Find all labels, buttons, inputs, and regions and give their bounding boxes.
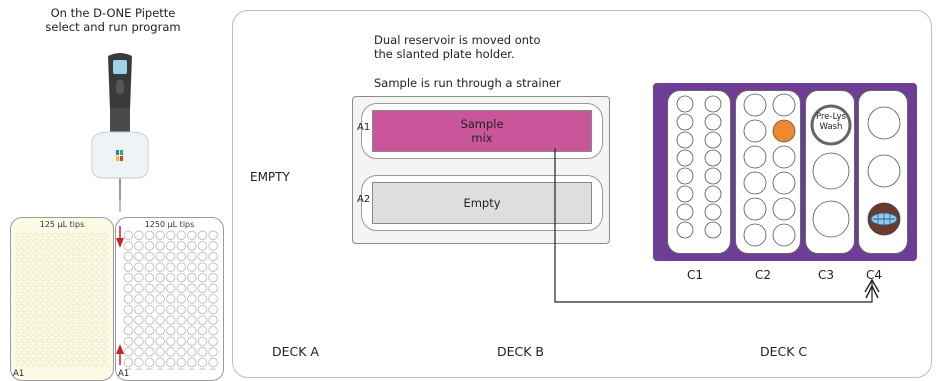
column-label-c1: C1 — [687, 268, 704, 282]
c1-tubes — [676, 95, 722, 239]
deck-b-c-frame — [232, 10, 932, 378]
c2-tubes — [743, 93, 796, 247]
pre-lys-wash-line-1: Pre-Lys — [816, 112, 846, 122]
reservoir-label-a1: A1 — [357, 122, 371, 133]
tipbox-125ul-a1: A1 — [13, 369, 25, 379]
column-label-c4: C4 — [866, 268, 883, 282]
strainer-note: Sample is run through a strainer — [374, 76, 561, 90]
pre-lys-wash-tube: Pre-Lys Wash — [806, 112, 856, 132]
reservoir-label-a2: A2 — [357, 194, 371, 205]
tipbox-1250ul-a1: A1 — [118, 369, 130, 379]
column-label-c2: C2 — [755, 268, 772, 282]
tube-column-c3: Pre-Lys Wash — [805, 90, 855, 254]
c4-tubes — [867, 106, 901, 236]
reservoir-note-line-1: Dual reservoir is moved onto — [374, 33, 541, 47]
tipbox-1250ul-title: 1250 µL tips — [144, 220, 195, 229]
tipbox-125ul-title: 125 µL tips — [39, 220, 85, 229]
tube-column-c4 — [858, 90, 908, 254]
deck-b-label: DECK B — [497, 344, 544, 359]
c3-tubes — [810, 104, 852, 238]
instruction-line-1: On the D-ONE Pipette — [50, 6, 176, 20]
deck-a-label: DECK A — [272, 344, 319, 359]
pipette-instruction: On the D-ONE Pipette select and run prog… — [28, 6, 198, 34]
tube-column-c2 — [735, 90, 801, 254]
tip-direction-arrows — [116, 226, 124, 365]
deck-c-label: DECK C — [760, 344, 808, 359]
orange-tube — [772, 119, 796, 143]
tube-column-c1 — [667, 90, 731, 254]
pre-lys-wash-line-2: Wash — [819, 122, 843, 132]
sample-mix-well: Sample mix — [372, 110, 592, 152]
reservoir-slot-a1: Sample mix — [361, 103, 603, 159]
sample-mix-line-1: Sample — [460, 117, 504, 131]
pipette-icon — [91, 53, 149, 212]
column-label-c3: C3 — [818, 268, 835, 282]
tipbox-1250ul: 1250 µL tips A1 — [115, 217, 224, 381]
tipbox-125ul-grid — [15, 232, 109, 367]
instruction-line-2: select and run program — [45, 20, 181, 34]
tipbox-1250ul-grid — [123, 230, 219, 370]
reservoir-note: Dual reservoir is moved onto the slanted… — [374, 33, 541, 61]
tipbox-125ul: 125 µL tips A1 — [10, 217, 114, 381]
empty-position-label: EMPTY — [250, 170, 290, 184]
reservoir-note-line-2: the slanted plate holder. — [374, 47, 515, 61]
sample-mix-line-2: mix — [471, 131, 493, 145]
